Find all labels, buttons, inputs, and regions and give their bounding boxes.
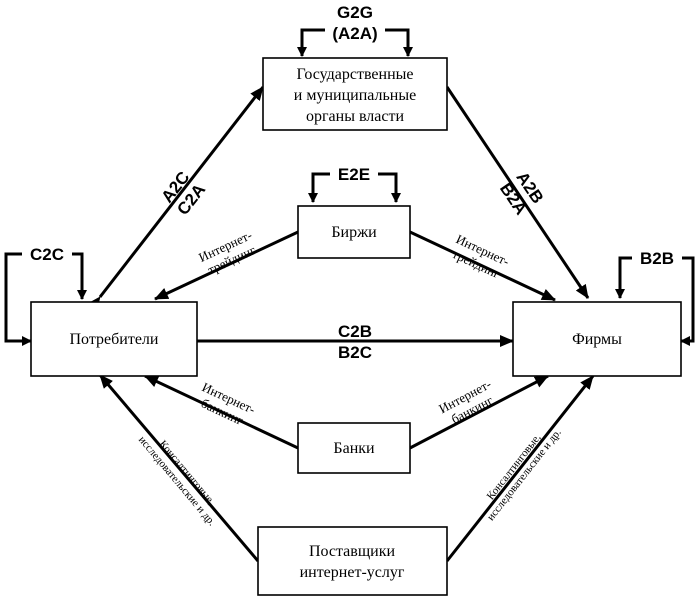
a2b-b2a-arrow <box>434 72 590 299</box>
consulting-to-consumers-arrow <box>98 374 260 562</box>
e2e-loop-arrow <box>378 172 401 203</box>
banks-node <box>297 422 411 474</box>
providers-label-line1: Поставщики <box>309 543 396 560</box>
consulting-right-label-line2: исследовательские и др. <box>485 426 564 523</box>
banking-right-label-group: Интернет- банкинг <box>436 376 495 426</box>
government-node <box>262 57 448 131</box>
b2b-loop-arrow <box>680 256 695 346</box>
exchanges-label: Биржи <box>331 224 377 241</box>
g2g-loop-arrow <box>385 28 413 57</box>
banks-label: Банки <box>333 440 375 457</box>
consulting-left-label-line2: исследовательские и др. <box>136 434 218 529</box>
b2b-label: B2B <box>640 249 674 268</box>
b2c-label: B2C <box>338 343 372 362</box>
consumers-node <box>30 301 198 377</box>
firms-node <box>512 301 682 377</box>
firms-label: Фирмы <box>572 331 622 348</box>
trading-to-consumers-arrow <box>154 230 299 301</box>
consulting-to-firms-arrow <box>445 375 595 562</box>
consulting-left-label-group: Консалтинговые, исследовательские и др. <box>136 434 218 529</box>
government-label-line1: Государственные <box>297 66 414 83</box>
providers-node <box>257 526 448 596</box>
trading-to-firms-arrow <box>409 230 556 302</box>
a2c-c2a-arrow <box>87 86 265 311</box>
c2b-label: C2B <box>338 322 372 341</box>
banking-left-label-group: Интернет- банкинг <box>199 379 258 428</box>
g2g-label-line2: (A2A) <box>332 24 377 43</box>
a2b-b2a-label-group: A2B B2A <box>496 168 547 218</box>
exchanges-node <box>297 205 411 259</box>
trading-left-label-group: Интернет- трейдинг <box>196 227 258 277</box>
c2c-label: C2C <box>30 245 64 264</box>
government-label-line2: и муниципальные <box>294 87 416 104</box>
c2c-loop-arrow <box>4 252 32 346</box>
banking-to-consumers-arrow <box>144 374 299 450</box>
banking-to-firms-arrow <box>409 374 549 450</box>
government-label-line3: органы власти <box>306 108 405 125</box>
c2c-loop-arrow <box>72 252 87 300</box>
g2g-loop-arrow <box>297 28 325 57</box>
consumers-label: Потребители <box>70 331 159 348</box>
e2e-loop-arrow <box>308 172 330 203</box>
providers-label-line2: интернет-услуг <box>300 564 405 581</box>
g2g-label-line1: G2G <box>337 3 373 22</box>
b2b-loop-arrow <box>615 256 632 299</box>
e2e-label: E2E <box>338 165 370 184</box>
